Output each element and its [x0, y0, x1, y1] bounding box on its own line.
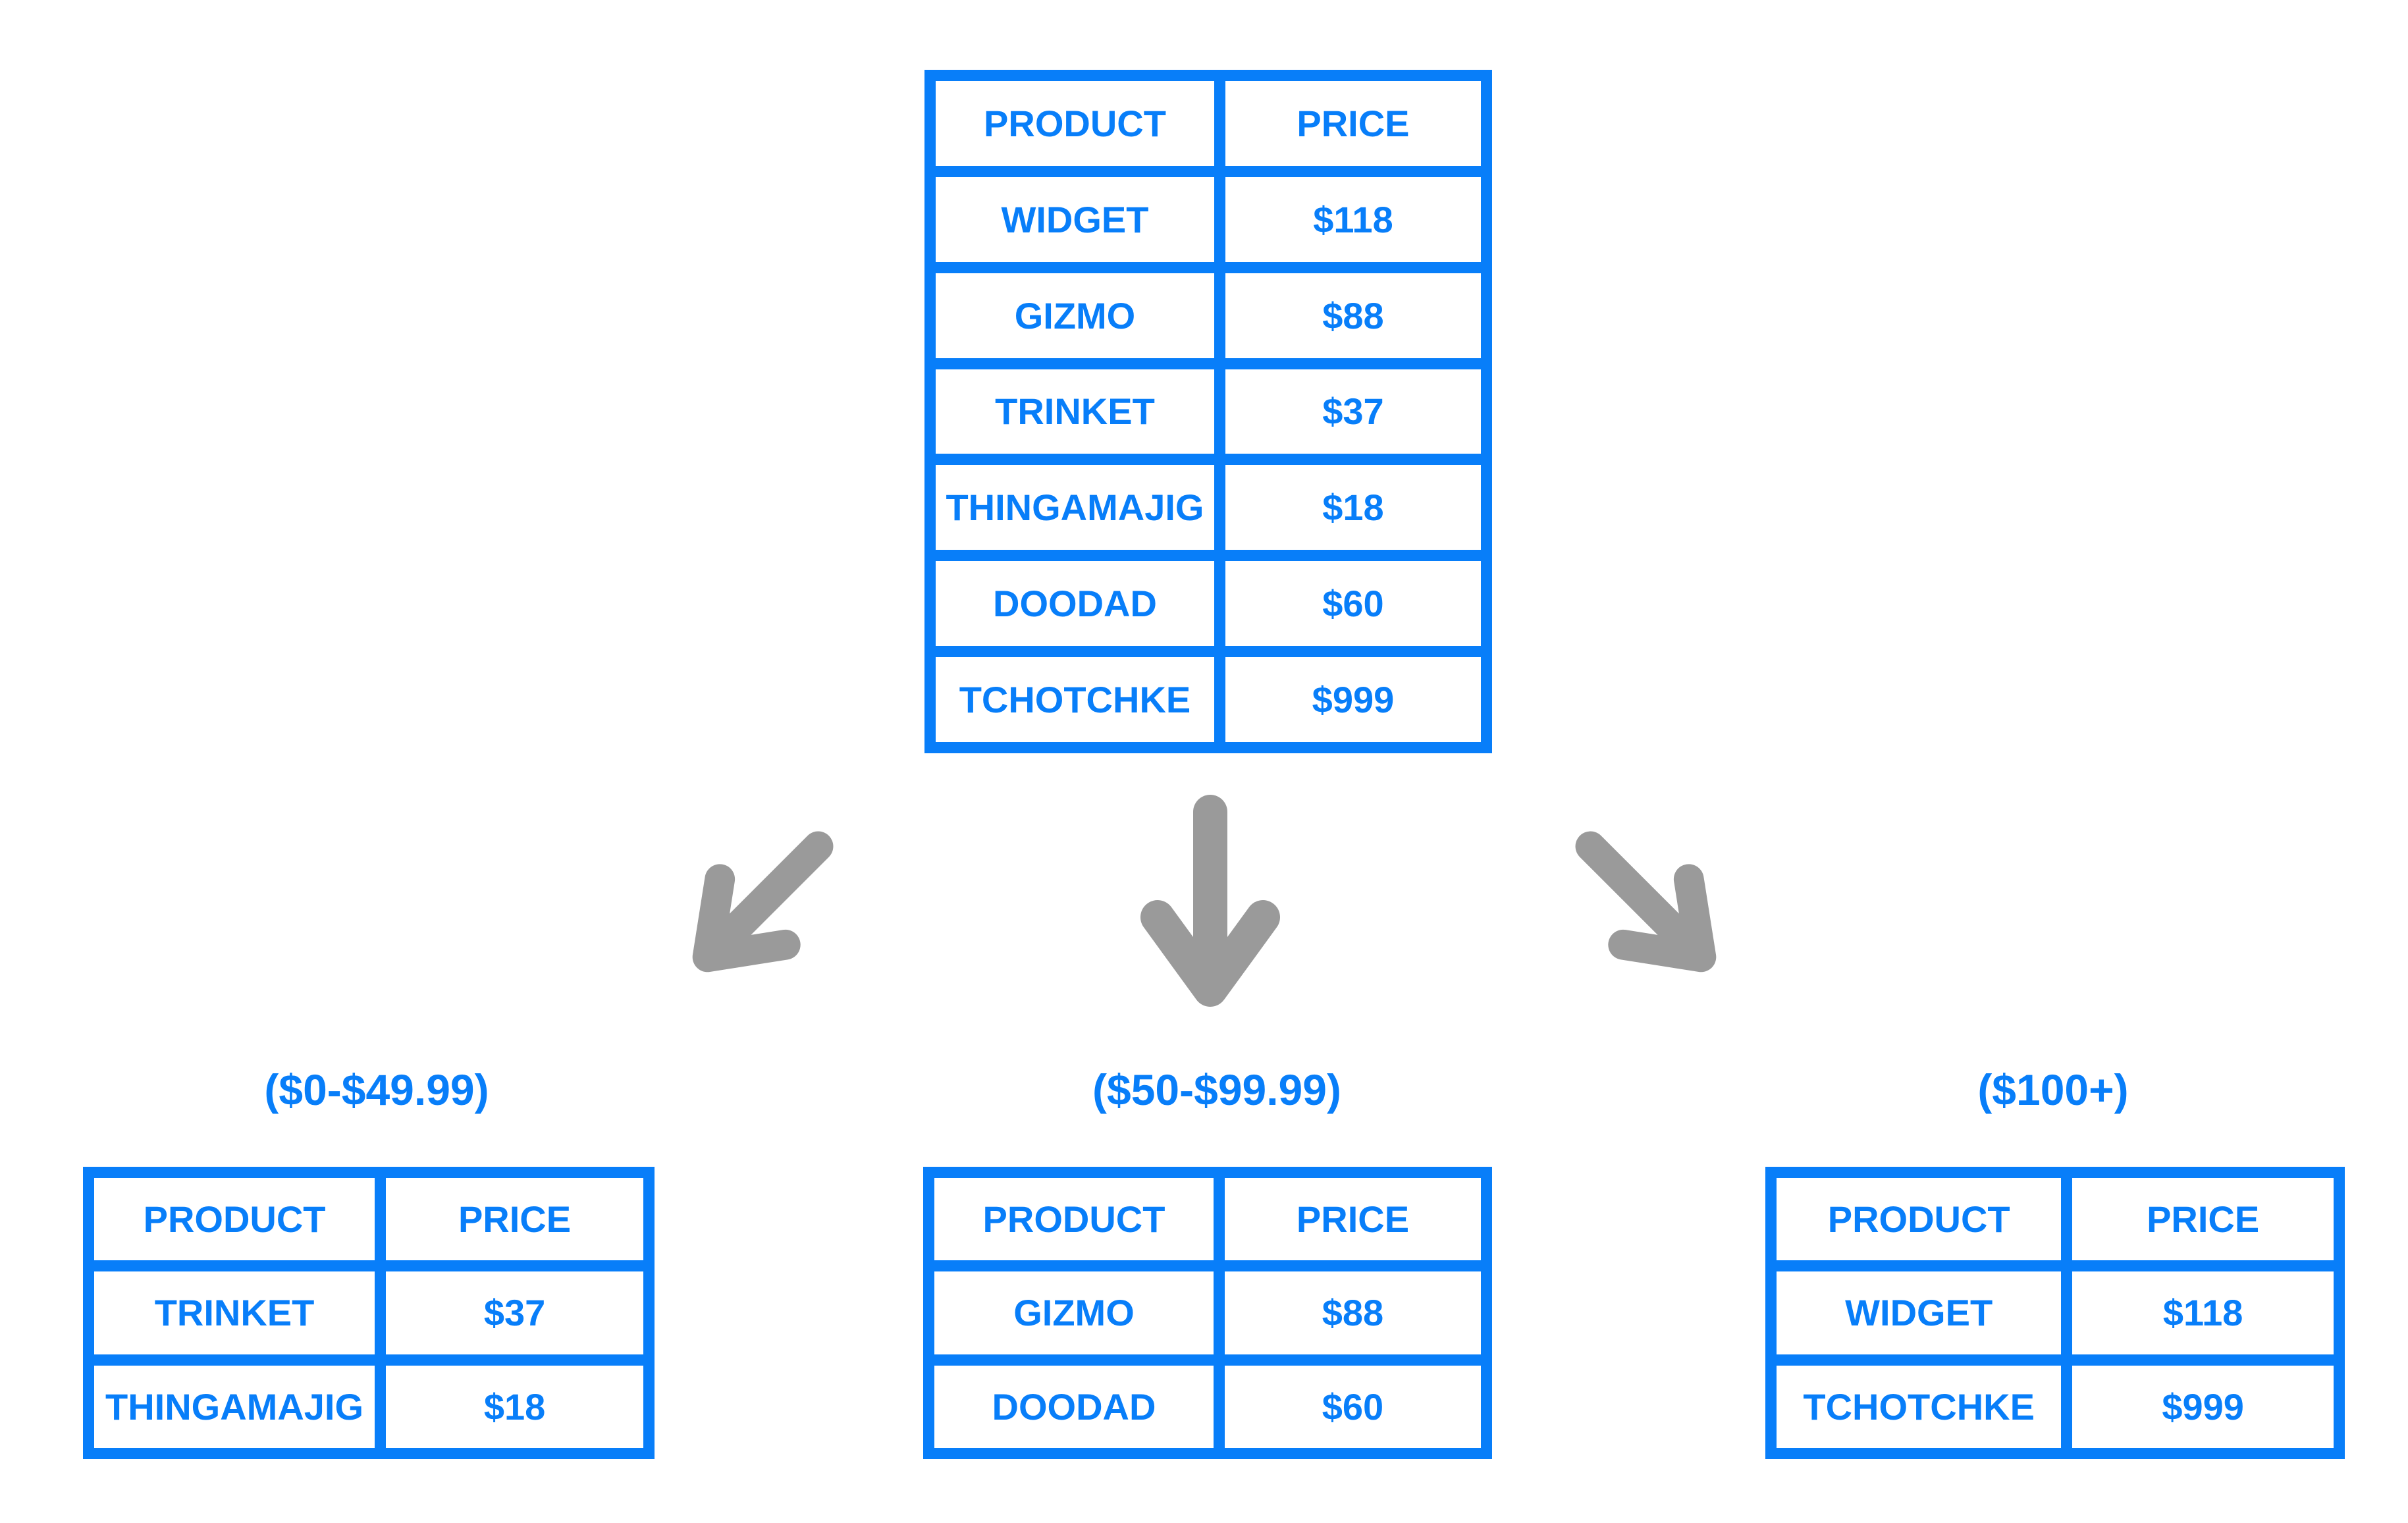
header-cell-product: PRODUCT [1777, 1178, 2062, 1261]
price-cell: $18 [386, 1365, 643, 1448]
product-cell: GIZMO [934, 1271, 1214, 1354]
header-cell-product: PRODUCT [936, 81, 1214, 166]
product-cell: WIDGET [1777, 1271, 2062, 1354]
product-cell: WIDGET [936, 176, 1214, 262]
down-right-arrow-icon [1524, 780, 1782, 1038]
product-cell: DOODAD [934, 1365, 1214, 1448]
header-cell-price: PRICE [1225, 1178, 1481, 1261]
low-price-table: PRODUCT PRICE TRINKET $37 THINGAMAJIG $1… [83, 1167, 655, 1459]
price-cell: $88 [1225, 273, 1481, 358]
price-cell: $118 [1225, 176, 1481, 262]
product-cell: THINGAMAJIG [94, 1365, 375, 1448]
header-cell-price: PRICE [386, 1178, 643, 1261]
product-cell: TRINKET [936, 369, 1214, 454]
price-cell: $999 [2072, 1365, 2334, 1448]
header-cell-price: PRICE [2072, 1178, 2334, 1261]
price-range-label-low: ($0-$49.99) [264, 1065, 489, 1114]
product-cell: TRINKET [94, 1271, 375, 1354]
mid-price-table: PRODUCT PRICE GIZMO $88 DOODAD $60 [923, 1167, 1492, 1459]
header-cell-product: PRODUCT [934, 1178, 1214, 1261]
price-cell: $118 [2072, 1271, 2334, 1354]
down-left-arrow-icon [627, 780, 885, 1038]
price-range-label-high: ($100+) [1977, 1065, 2129, 1114]
price-cell: $999 [1225, 657, 1481, 742]
price-cell: $60 [1225, 1365, 1481, 1448]
high-price-table: PRODUCT PRICE WIDGET $118 TCHOTCHKE $999 [1765, 1167, 2345, 1459]
product-cell: GIZMO [936, 273, 1214, 358]
product-cell: TCHOTCHKE [1777, 1365, 2062, 1448]
price-cell: $37 [386, 1271, 643, 1354]
price-range-label-mid: ($50-$99.99) [1092, 1065, 1341, 1114]
product-cell: THINGAMAJIG [936, 465, 1214, 550]
price-cell: $88 [1225, 1271, 1481, 1354]
header-cell-price: PRICE [1225, 81, 1481, 166]
product-cell: DOODAD [936, 561, 1214, 647]
price-cell: $37 [1225, 369, 1481, 454]
product-cell: TCHOTCHKE [936, 657, 1214, 742]
price-cell: $18 [1225, 465, 1481, 550]
price-cell: $60 [1225, 561, 1481, 647]
header-cell-product: PRODUCT [94, 1178, 375, 1261]
source-price-table: PRODUCT PRICE WIDGET $118 GIZMO $88 TRIN… [924, 70, 1492, 753]
down-arrow-icon [1125, 790, 1296, 1034]
